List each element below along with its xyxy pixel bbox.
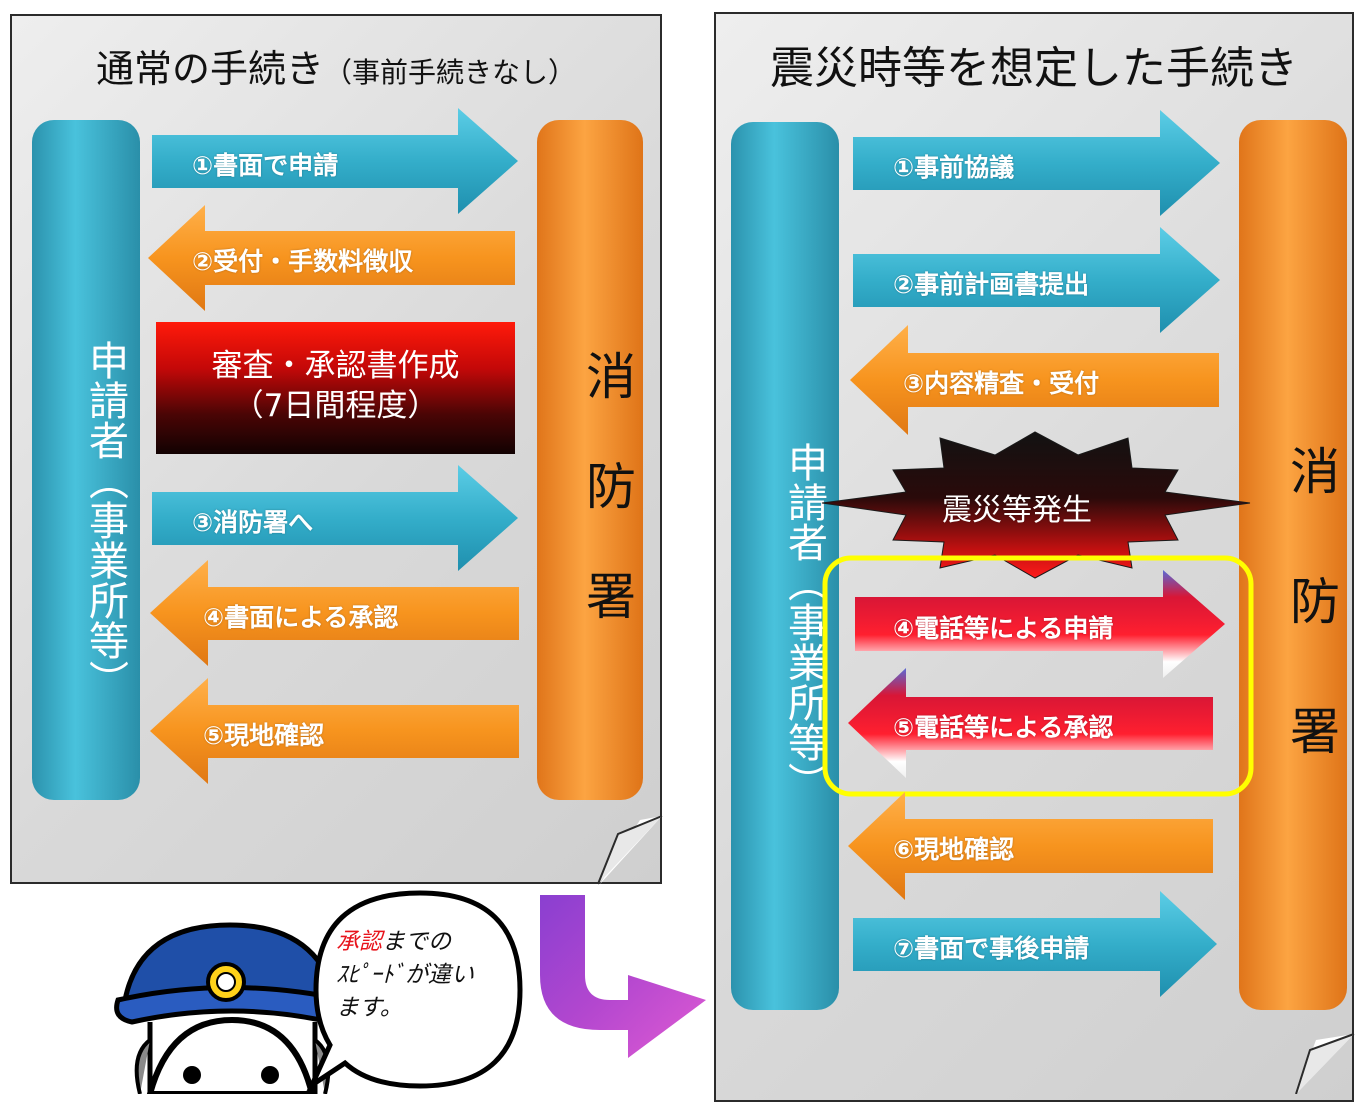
left-applicant-label: 申請者（事業所等） — [82, 340, 128, 700]
phone-procedure-highlight — [822, 555, 1254, 797]
speech-bubble-line1: 承認までの — [336, 926, 516, 959]
left-step-2-label: ②受付・手数料徴収 — [192, 247, 414, 276]
left-step-4-label: ④書面による承認 — [203, 603, 399, 632]
left-applicant-bar: 申請者（事業所等） — [32, 120, 140, 800]
review-box-line2: （7日間程度） — [232, 388, 439, 424]
speech-bubble-line3: ます。 — [336, 995, 403, 1021]
right-fire-station-label: 消防署 — [1282, 445, 1340, 835]
left-step-1-arrow — [152, 108, 518, 214]
right-step-1-label: ①事前協議 — [893, 153, 1015, 182]
left-panel-title-main: 通常の手続き — [95, 47, 324, 91]
left-step-1-label: ①書面で申請 — [192, 151, 339, 180]
left-fire-station-label: 消防署 — [578, 350, 636, 680]
left-page-curl-icon — [597, 815, 663, 885]
right-step-5-label: ⑤電話等による承認 — [893, 713, 1114, 742]
right-step-7-label: ⑦書面で事後申請 — [893, 934, 1090, 963]
left-fire-station-bar: 消防署 — [537, 120, 643, 800]
speech-bubble-shape — [306, 890, 523, 1092]
review-box-line1: 審査・承認書作成 — [211, 348, 460, 384]
left-step-5-arrow — [150, 678, 519, 784]
right-step-2-arrow — [853, 227, 1220, 333]
left-step-4-arrow — [150, 560, 519, 666]
right-step-5-arrow — [848, 668, 1213, 778]
firefighter-character-icon — [114, 922, 349, 1094]
left-step-2-arrow — [148, 205, 515, 311]
right-fire-station-bar: 消防署 — [1239, 120, 1347, 1010]
disaster-label: 震災等発生 — [942, 493, 1092, 528]
speech-bubble-line1-rest: までの — [382, 929, 451, 955]
speech-bubble-text: 承認までの ｽﾋﾟｰﾄﾞが違い ます。 — [336, 926, 516, 1025]
review-box: 審査・承認書作成 （7日間程度） — [156, 322, 515, 454]
right-applicant-bar: 申請者（事業所等） — [731, 122, 839, 1010]
curved-down-right-arrow-icon — [540, 895, 706, 1058]
right-step-3-label: ③内容精査・受付 — [903, 369, 1100, 398]
right-step-6-arrow — [848, 792, 1213, 900]
right-page-curl-icon — [1295, 1033, 1355, 1094]
speech-bubble-highlight: 承認 — [336, 929, 382, 955]
right-applicant-label: 申請者（事業所等） — [781, 442, 827, 802]
right-panel-title: 震災時等を想定した手続き — [770, 43, 1298, 94]
left-step-3-arrow — [152, 465, 518, 571]
left-step-5-label: ⑤現地確認 — [203, 721, 325, 750]
disaster-burst-icon — [821, 431, 1251, 579]
left-panel-title-sub: （事前手続きなし） — [324, 56, 577, 89]
right-step-4-label: ④電話等による申請 — [893, 614, 1114, 643]
right-step-3-arrow — [850, 325, 1219, 435]
right-step-6-label: ⑥現地確認 — [893, 835, 1015, 864]
left-panel-title: 通常の手続き（事前手続きなし） — [12, 38, 660, 93]
right-step-2-label: ②事前計画書提出 — [893, 270, 1090, 299]
right-step-7-arrow — [853, 891, 1217, 997]
speech-bubble-line2: ｽﾋﾟｰﾄﾞが違い — [336, 962, 474, 988]
right-step-4-arrow — [855, 570, 1225, 678]
right-step-1-arrow — [853, 110, 1220, 216]
left-step-3-label: ③消防署へ — [192, 508, 314, 537]
